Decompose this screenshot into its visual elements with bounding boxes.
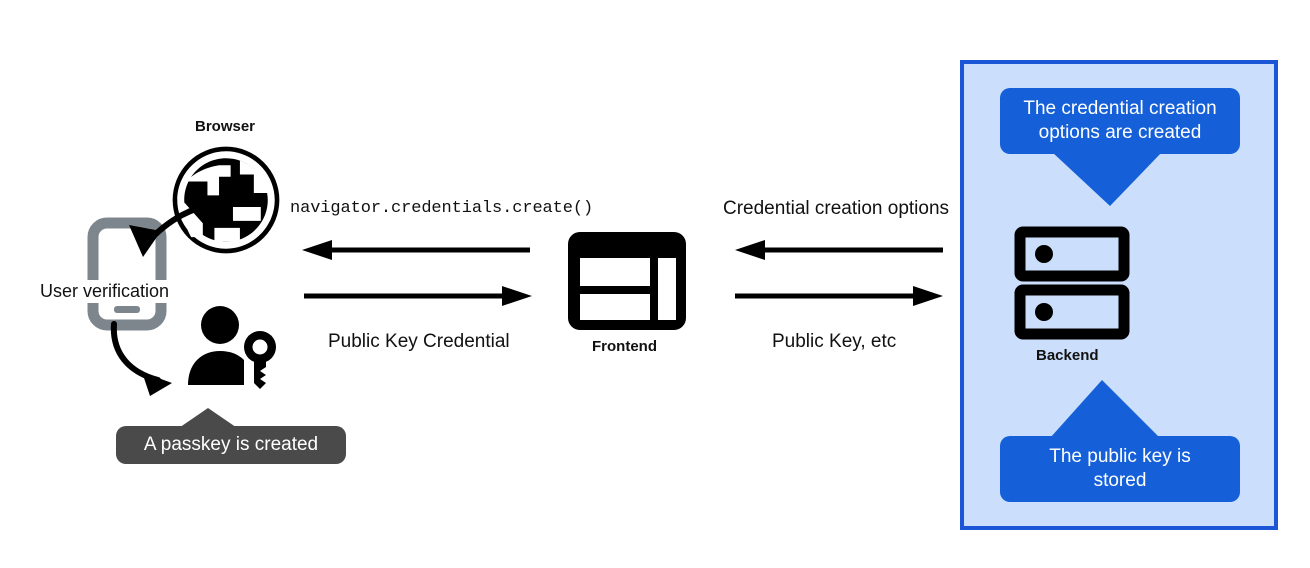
callout-public-key-stored-line2: stored (1093, 470, 1147, 491)
credential-creation-options-label: Credential creation options (723, 198, 950, 219)
callout-public-key-stored: The public key is stored (1000, 380, 1240, 502)
callout-public-key-stored-line1: The public key is (1049, 445, 1191, 467)
arrow-left-navigator-create-icon (302, 240, 530, 260)
callout-credential-options-line1: The credential creation (1023, 97, 1217, 119)
navigator-create-label: navigator.credentials.create() (290, 199, 594, 218)
mobile-device-icon (87, 217, 167, 331)
curved-arrow-phone-to-user-icon (110, 321, 172, 396)
callout-tail-up-icon (1050, 380, 1160, 438)
user-with-key-icon (188, 306, 276, 389)
callout-credential-options-created: The credential creation options are crea… (1000, 88, 1240, 206)
arrow-right-public-key-etc-icon (735, 286, 943, 306)
public-key-credential-label: Public Key Credential (328, 331, 510, 352)
backend-label: Backend (1036, 347, 1099, 364)
browser-label: Browser (195, 118, 256, 135)
user-verification-label: User verification (38, 280, 172, 303)
dashboard-window-icon (568, 232, 686, 330)
frontend-label: Frontend (592, 338, 657, 355)
arrow-left-credential-creation-options-icon (735, 240, 943, 260)
public-key-etc-label: Public Key, etc (772, 331, 897, 352)
callout-credential-options-line2: options are created (1038, 122, 1202, 143)
callout-passkey-created: A passkey is created (116, 408, 346, 464)
curved-arrow-browser-to-phone-icon (129, 202, 216, 257)
callout-passkey-created-text: A passkey is created (116, 426, 346, 464)
server-rack-icon (1014, 226, 1130, 340)
arrow-right-public-key-credential-icon (304, 286, 532, 306)
callout-tail-down-icon (1052, 152, 1162, 206)
